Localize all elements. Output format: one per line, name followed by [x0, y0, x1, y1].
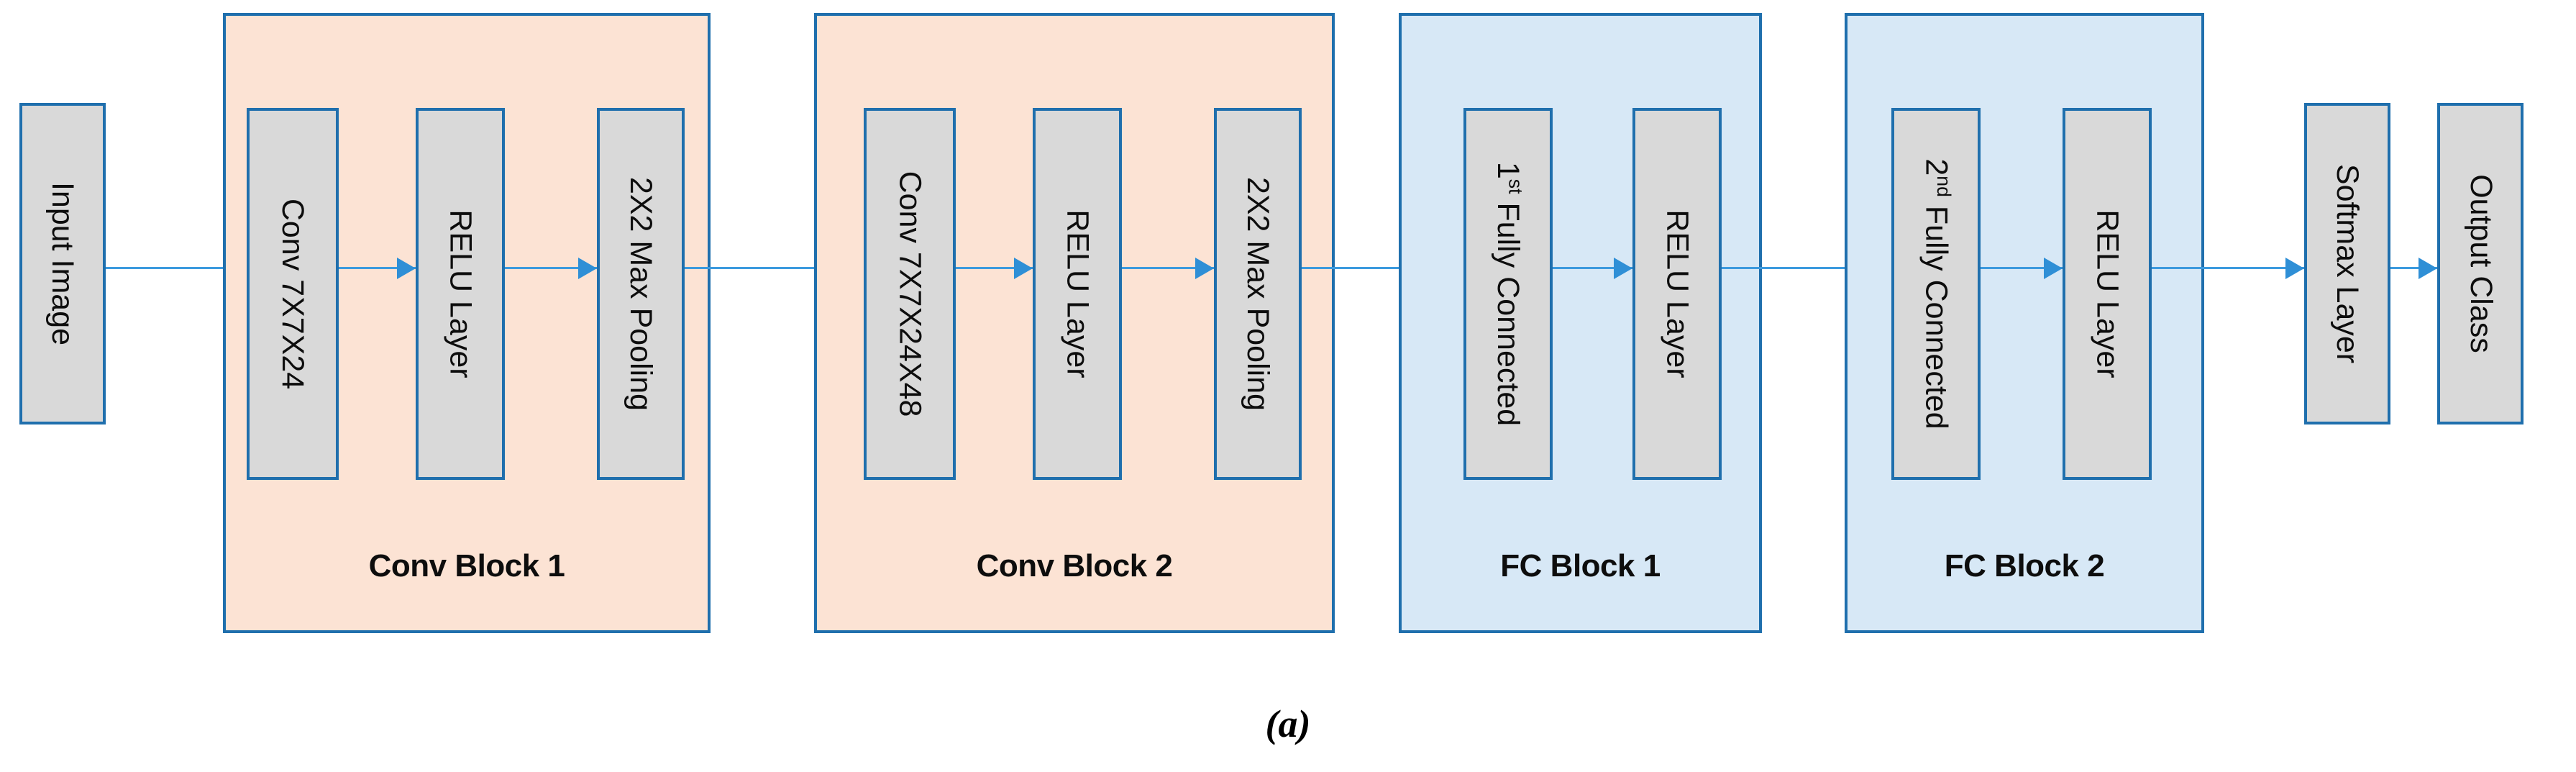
layer-box-maxpool-1: 2X2 Max Pooling: [597, 108, 685, 480]
fc1-suffix: Fully Connected: [1491, 194, 1526, 427]
layer-label-input-image: Input Image: [45, 181, 81, 346]
fc2-ordinal-suffix: nd: [1932, 176, 1955, 197]
figure-caption: (a): [1265, 702, 1311, 745]
layer-box-first-fully-connected: 1st Fully Connected: [1463, 108, 1553, 480]
connector-fc-block2-to-softmax: [2152, 267, 2311, 269]
group-label-fc-block-1: FC Block 1: [1500, 548, 1661, 583]
layer-box-maxpool-2: 2X2 Max Pooling: [1214, 108, 1302, 480]
fc2-prefix: 2: [1919, 158, 1954, 176]
connector-fc-block1-to-fc-block2: [1722, 267, 1893, 269]
layer-box-relu-1: RELU Layer: [416, 108, 505, 480]
layer-box-relu-2: RELU Layer: [1033, 108, 1122, 480]
arrow-head-softmax-to-output: [2419, 258, 2437, 279]
group-label-fc-block-2: FC Block 2: [1944, 548, 2105, 583]
layer-box-softmax: Softmax Layer: [2304, 103, 2390, 424]
layer-label-first-fully-connected: 1st Fully Connected: [1491, 161, 1527, 427]
layer-label-relu-1: RELU Layer: [443, 209, 478, 378]
layer-box-second-fully-connected: 2nd Fully Connected: [1891, 108, 1981, 480]
group-label-conv-block-2: Conv Block 2: [976, 548, 1173, 583]
connector-fc2-to-relu4: [1981, 267, 2087, 269]
arrow-head-relu2-to-pool2: [1195, 258, 1214, 279]
fc2-suffix: Fully Connected: [1919, 196, 1954, 430]
connector-fc1-to-relu3: [1553, 267, 1657, 269]
arrow-head-fc1-to-relu3: [1614, 258, 1632, 279]
arrow-head-conv1-to-relu1: [397, 258, 416, 279]
fc1-prefix: 1: [1491, 161, 1526, 179]
layer-label-second-fully-connected: 2nd Fully Connected: [1919, 158, 1955, 430]
layer-label-softmax: Softmax Layer: [2330, 163, 2365, 364]
layer-label-relu-2: RELU Layer: [1060, 209, 1095, 378]
layer-box-input-image: Input Image: [19, 103, 106, 424]
layer-box-output-class: Output Class: [2437, 103, 2524, 424]
connector-conv-block1-to-conv-block2: [685, 267, 844, 269]
arrow-head-fc2-to-relu4: [2044, 258, 2063, 279]
arrow-head-conv2-to-relu2: [1014, 258, 1033, 279]
layer-label-maxpool-2: 2X2 Max Pooling: [1241, 176, 1276, 412]
layer-label-maxpool-1: 2X2 Max Pooling: [624, 176, 659, 412]
layer-box-relu-4: RELU Layer: [2063, 108, 2152, 480]
layer-label-conv-7x7x24x48: Conv 7X7X24X48: [892, 171, 928, 417]
connector-input-to-conv1: [106, 267, 229, 269]
arrow-head-fc-block2-to-softmax: [2285, 258, 2304, 279]
layer-label-output-class: Output Class: [2463, 174, 2498, 353]
connector-relu1-to-pool1: [505, 267, 620, 269]
fc1-ordinal-suffix: st: [1504, 178, 1527, 194]
layer-box-conv-7x7x24: Conv 7X7X24: [247, 108, 339, 480]
layer-label-conv-7x7x24: Conv 7X7X24: [275, 198, 311, 390]
arrow-head-relu1-to-pool1: [578, 258, 597, 279]
layer-label-relu-3: RELU Layer: [1660, 209, 1695, 378]
layer-box-relu-3: RELU Layer: [1632, 108, 1722, 480]
layer-label-relu-4: RELU Layer: [2090, 209, 2125, 378]
connector-conv1-to-relu1: [339, 267, 439, 269]
connector-conv2-to-relu2: [956, 267, 1056, 269]
connector-relu2-to-pool2: [1122, 267, 1237, 269]
layer-box-conv-7x7x24x48: Conv 7X7X24X48: [864, 108, 956, 480]
connector-conv-block2-to-fc-block1: [1302, 267, 1461, 269]
group-label-conv-block-1: Conv Block 1: [368, 548, 565, 583]
